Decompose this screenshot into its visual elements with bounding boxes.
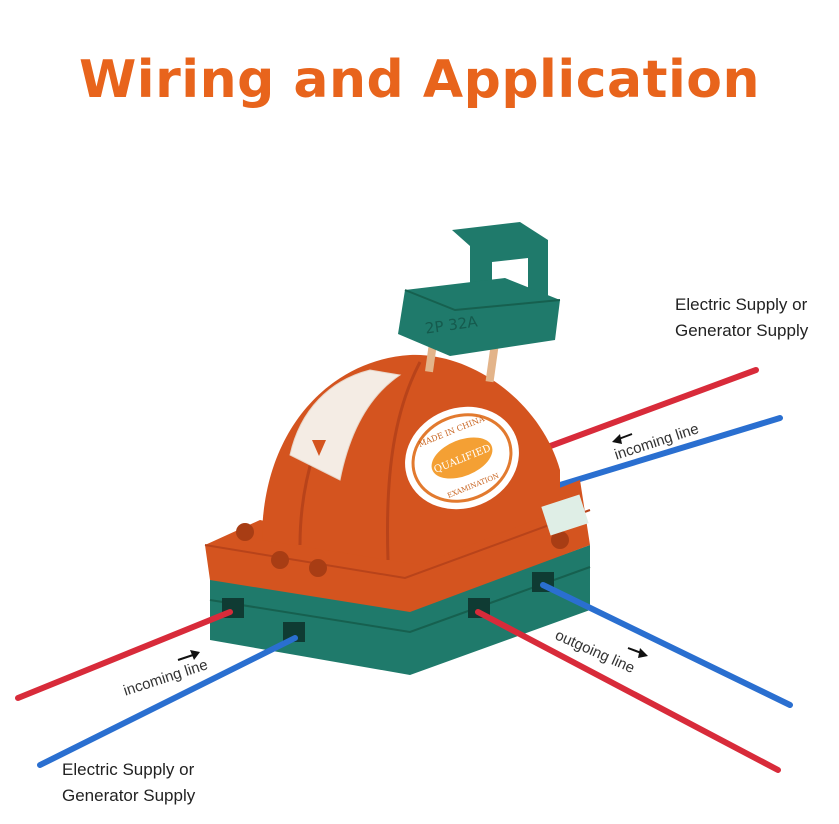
screw-hole [236, 523, 254, 541]
supply-caption-top-line1: Electric Supply or [675, 295, 808, 314]
wire-red-bottom-left [15, 609, 233, 701]
page-title: Wiring and Application [78, 50, 761, 110]
arrow-right-icon [177, 650, 200, 661]
supply-caption-top-line2: Generator Supply [675, 321, 809, 340]
switch-body-base [205, 480, 590, 612]
side-label [541, 494, 589, 536]
wire-red-bottom-right [475, 609, 781, 773]
terminal-slot [283, 622, 305, 642]
screw-hole [309, 559, 327, 577]
supply-caption-bottom-line1: Electric Supply or [62, 760, 195, 779]
arrow-right-icon [627, 647, 648, 658]
screw-hole [271, 551, 289, 569]
arrow-down-icon [312, 440, 326, 456]
arrow-left-icon [612, 433, 633, 444]
handle-bar [398, 278, 560, 356]
supply-caption-bottom-line2: Generator Supply [62, 786, 196, 805]
wire-red-top [542, 367, 759, 451]
wire-blue-bottom-left [37, 635, 298, 768]
wire-blue-bottom-right [540, 582, 793, 708]
wire-blue-top [557, 415, 783, 488]
supply-caption-top: Electric Supply or Generator Supply [675, 292, 808, 344]
screw-hole [551, 531, 569, 549]
supply-caption-bottom: Electric Supply or Generator Supply [62, 757, 195, 809]
